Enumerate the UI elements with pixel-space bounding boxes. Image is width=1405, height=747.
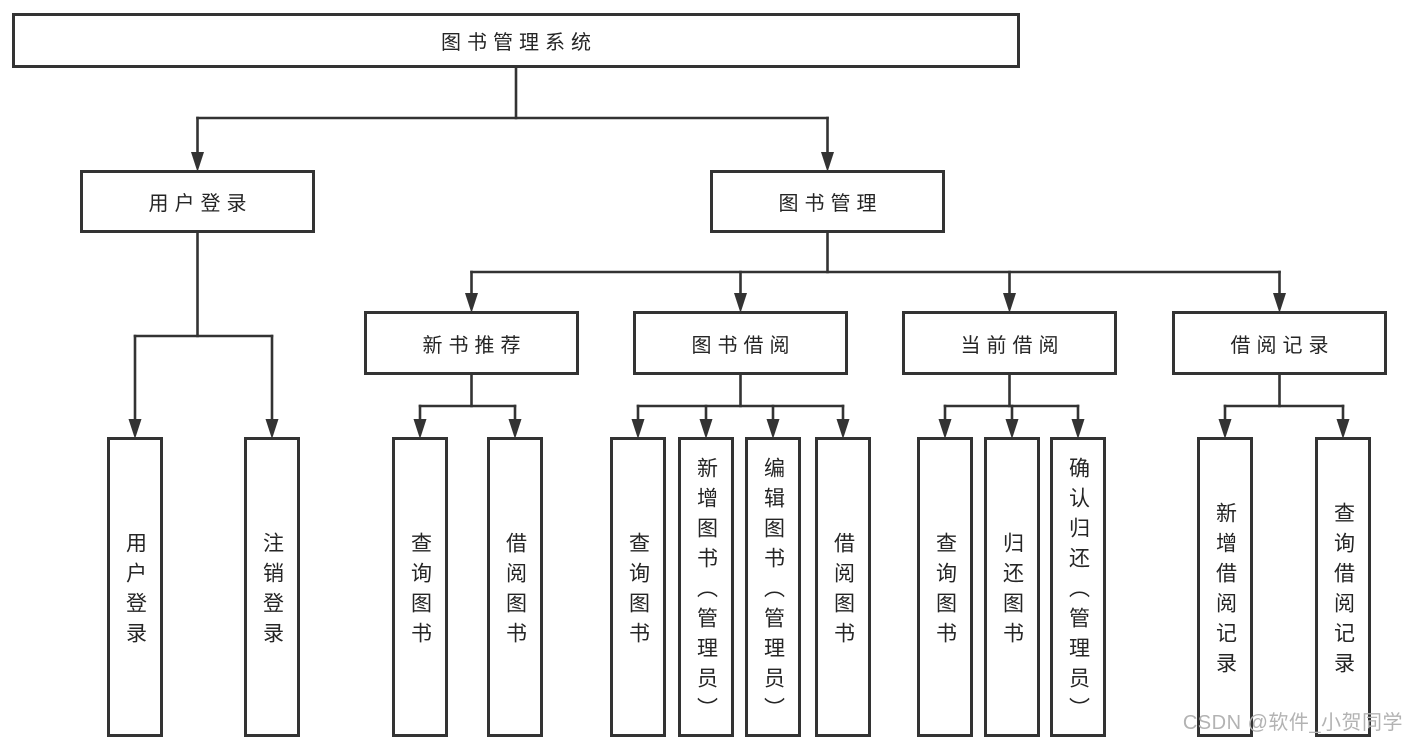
node-label: 查询图书	[626, 531, 650, 652]
watermark: CSDN @软件_小贺同学	[1182, 712, 1403, 734]
node-add-borrow-record: 新增借阅记录	[1197, 437, 1253, 737]
node-book-management: 图书管理	[710, 170, 945, 233]
node-query-books-borrowing: 查询图书	[610, 437, 666, 737]
node-label: 新增图书（管理员）	[694, 456, 718, 727]
node-label: 归还图书	[1000, 531, 1024, 652]
node-label: 当前借阅	[960, 334, 1065, 357]
node-label: 借阅图书	[503, 531, 527, 652]
node-borrowing-records: 借阅记录	[1172, 311, 1387, 375]
node-query-books-recommend: 查询图书	[392, 437, 448, 737]
node-borrow-books-recommend: 借阅图书	[487, 437, 543, 737]
node-confirm-return-admin: 确认归还（管理员）	[1050, 437, 1106, 737]
node-label: 图书管理系统	[441, 32, 597, 54]
node-new-book-recommend: 新书推荐	[364, 311, 579, 375]
node-label: 查询图书	[933, 531, 957, 652]
node-login-user: 用户登录	[107, 437, 163, 737]
node-borrow-books-borrowing: 借阅图书	[815, 437, 871, 737]
node-label: 查询图书	[408, 531, 432, 652]
node-label: 新书推荐	[422, 334, 527, 357]
node-label: 用户登录	[148, 193, 253, 215]
node-label: 注销登录	[260, 531, 284, 652]
node-return-books: 归还图书	[984, 437, 1040, 737]
node-query-borrow-record: 查询借阅记录	[1315, 437, 1371, 737]
node-label: 用户登录	[123, 531, 147, 652]
node-label: 借阅记录	[1230, 334, 1335, 357]
node-label: 确认归还（管理员）	[1066, 456, 1090, 727]
node-book-management-system: 图书管理系统	[12, 13, 1020, 68]
node-label: 借阅图书	[831, 531, 855, 652]
node-query-books-current: 查询图书	[917, 437, 973, 737]
node-label: 图书管理	[778, 193, 883, 215]
node-current-borrowing: 当前借阅	[902, 311, 1117, 375]
node-book-borrowing: 图书借阅	[633, 311, 848, 375]
node-logout-user: 注销登录	[244, 437, 300, 737]
node-label: 查询借阅记录	[1331, 501, 1355, 682]
node-edit-books-admin: 编辑图书（管理员）	[745, 437, 801, 737]
node-label: 新增借阅记录	[1213, 501, 1237, 682]
node-label: 编辑图书（管理员）	[761, 456, 785, 727]
node-add-books-admin: 新增图书（管理员）	[678, 437, 734, 737]
node-label: 图书借阅	[691, 334, 796, 357]
node-user-login: 用户登录	[80, 170, 315, 233]
